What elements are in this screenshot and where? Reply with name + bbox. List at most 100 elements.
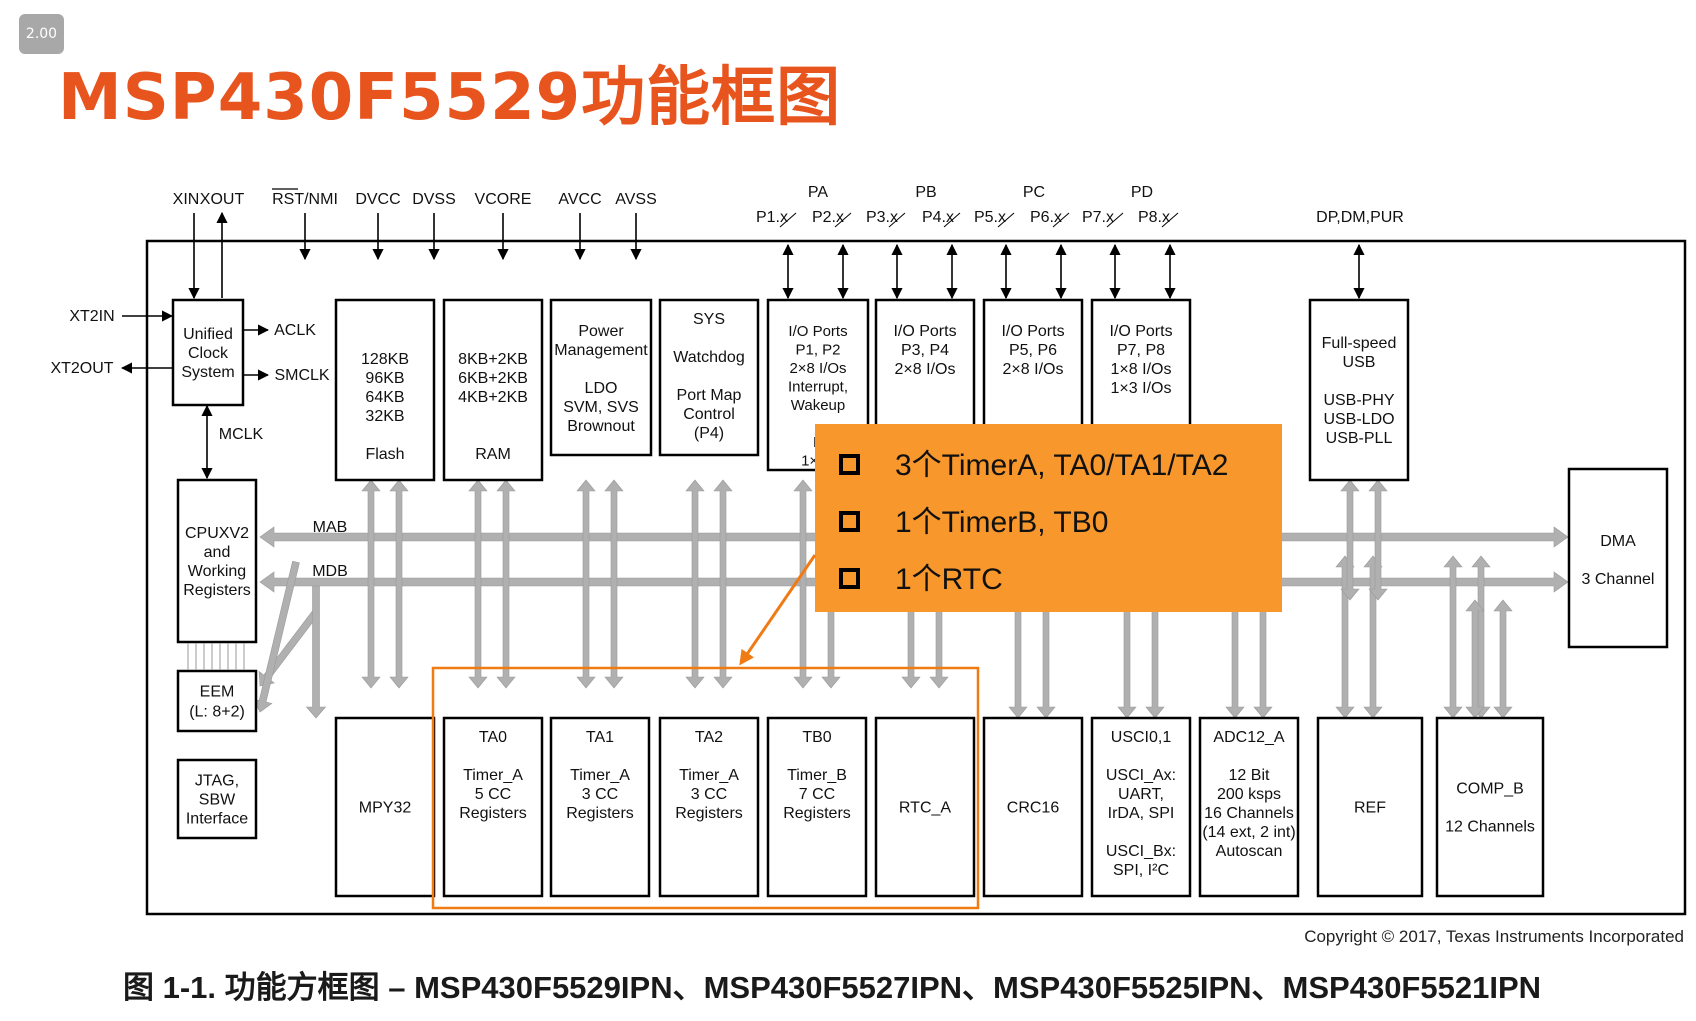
- eem-link-b: [252, 560, 300, 713]
- block-adc12-text: 12 Bit: [1229, 767, 1270, 784]
- block-power-management-text: Power: [578, 323, 624, 340]
- block-power-management-text: Brownout: [567, 418, 635, 435]
- port-label: P3.x: [866, 209, 898, 226]
- block-usci-text: USCI_Ax:: [1106, 767, 1176, 784]
- block-ta1-text: Registers: [566, 805, 634, 822]
- block-ram-text: 4KB+2KB: [458, 389, 528, 406]
- block-power-management: [549, 298, 653, 457]
- port-slash: [1052, 212, 1070, 228]
- mpy-link: [305, 585, 327, 719]
- block-io-p5p6-text: 2×8 I/Os: [1003, 361, 1064, 378]
- block-jtag: [176, 758, 258, 840]
- usb-drop-a: [1340, 479, 1360, 601]
- callout-item: 1个RTC: [895, 563, 1003, 596]
- port-group-label: PD: [1131, 184, 1153, 201]
- upper-drop-1: [468, 479, 488, 689]
- port-slash: [997, 212, 1015, 228]
- smclk-label: SMCLK: [274, 367, 329, 384]
- usb-drop-b: [1368, 479, 1388, 601]
- block-jtag-text: SBW: [199, 792, 236, 809]
- block-comp-text: COMP_B: [1456, 781, 1524, 798]
- block-ta0-text: 5 CC: [475, 786, 511, 803]
- block-sys-text: SYS: [693, 311, 725, 328]
- block-flash: [334, 298, 436, 482]
- block-ram-text: 8KB+2KB: [458, 351, 528, 368]
- block-mpy32-text: MPY32: [359, 800, 412, 817]
- checkbox-icon: [839, 568, 860, 589]
- usb-pins-label: DP,DM,PUR: [1316, 209, 1404, 226]
- block-rtc: [874, 716, 976, 898]
- block-ref-text: REF: [1354, 800, 1386, 817]
- block-ta2-text: Registers: [675, 805, 743, 822]
- block-ta1-text: TA1: [586, 729, 614, 746]
- block-cpu-text: Working: [188, 563, 246, 580]
- block-flash-text: 96KB: [365, 370, 404, 387]
- block-eem: [176, 669, 258, 733]
- block-adc12-text: (14 ext, 2 int): [1202, 824, 1295, 841]
- block-usci: [1090, 716, 1192, 898]
- block-io-p1p2-text: I/O Ports: [788, 323, 847, 340]
- block-dma-text: 3 Channel: [1582, 571, 1655, 588]
- block-eem-text: EEM: [200, 684, 235, 701]
- pin-label: AVSS: [615, 191, 657, 208]
- block-dma: [1567, 467, 1669, 649]
- port-label: P6.x: [1030, 209, 1062, 226]
- pin-label: XOUT: [200, 191, 245, 208]
- block-flash-text: Flash: [365, 446, 404, 463]
- port-label: P5.x: [974, 209, 1006, 226]
- block-usci-text: UART,: [1118, 786, 1164, 803]
- block-unified-clock-text: System: [181, 364, 234, 381]
- block-io-p3p4-text: 2×8 I/Os: [895, 361, 956, 378]
- block-cpu-text: Registers: [183, 582, 251, 599]
- block-power-management-text: LDO: [585, 380, 618, 397]
- callout-item: 1个TimerB, TB0: [895, 506, 1108, 539]
- block-sys-text: Watchdog: [673, 349, 744, 366]
- upper-drop-3b: [713, 479, 733, 689]
- block-tb0: [766, 716, 868, 898]
- block-ta1-text: Timer_A: [570, 767, 630, 784]
- block-io-p1p2-text: Wakeup: [791, 397, 845, 414]
- block-usci-text: IrDA, SPI: [1108, 805, 1175, 822]
- pin-label: VCORE: [475, 191, 532, 208]
- port-slash: [1161, 212, 1179, 228]
- block-io-p5p6-text: P5, P6: [1009, 342, 1057, 359]
- port-label: P2.x: [812, 209, 844, 226]
- timer-highlight-box: [431, 666, 980, 910]
- block-comp: [1435, 716, 1545, 898]
- block-sys-text: Port Map: [677, 387, 742, 404]
- chip-outline: [145, 239, 1687, 916]
- port-group-label: PA: [808, 184, 828, 201]
- upper-drop-2b: [604, 479, 624, 689]
- block-adc12-text: Autoscan: [1216, 843, 1283, 860]
- block-ta0-text: Timer_A: [463, 767, 523, 784]
- port-slash: [834, 212, 852, 228]
- block-ram-text: RAM: [475, 446, 511, 463]
- block-io-p1p2-text: Interrupt,: [788, 379, 848, 396]
- zoom-badge: 2.00: [19, 14, 64, 54]
- block-io-p7p8-text: P7, P8: [1117, 342, 1165, 359]
- block-sys: [658, 298, 760, 457]
- block-ta0-text: Registers: [459, 805, 527, 822]
- upper-drop-4: [793, 479, 813, 689]
- comp-drop-b: [1493, 599, 1513, 719]
- checkbox-icon: [839, 511, 860, 532]
- block-flash-text: 64KB: [365, 389, 404, 406]
- upper-drop-1b: [496, 479, 516, 689]
- block-usci-text: SPI, I²C: [1113, 862, 1169, 879]
- block-usb-text: USB: [1343, 354, 1376, 371]
- block-io-p3p4-text: P3, P4: [901, 342, 949, 359]
- port-slash: [1106, 212, 1124, 228]
- block-power-management-text: SVM, SVS: [563, 399, 639, 416]
- block-usb-text: USB-PLL: [1326, 430, 1393, 447]
- upper-drop-0: [361, 479, 381, 689]
- block-io-p3p4: [874, 298, 976, 442]
- block-ta1-text: 3 CC: [582, 786, 618, 803]
- upper-drop-0b: [389, 479, 409, 689]
- block-unified-clock: [171, 298, 245, 407]
- block-usb: [1308, 298, 1410, 482]
- block-ta1: [549, 716, 651, 898]
- block-sys-text: (P4): [694, 425, 724, 442]
- figure-caption: 图 1-1. 功能方框图 – MSP430F5529IPN、MSP430F552…: [123, 970, 1542, 1005]
- block-adc12-text: ADC12_A: [1213, 729, 1284, 746]
